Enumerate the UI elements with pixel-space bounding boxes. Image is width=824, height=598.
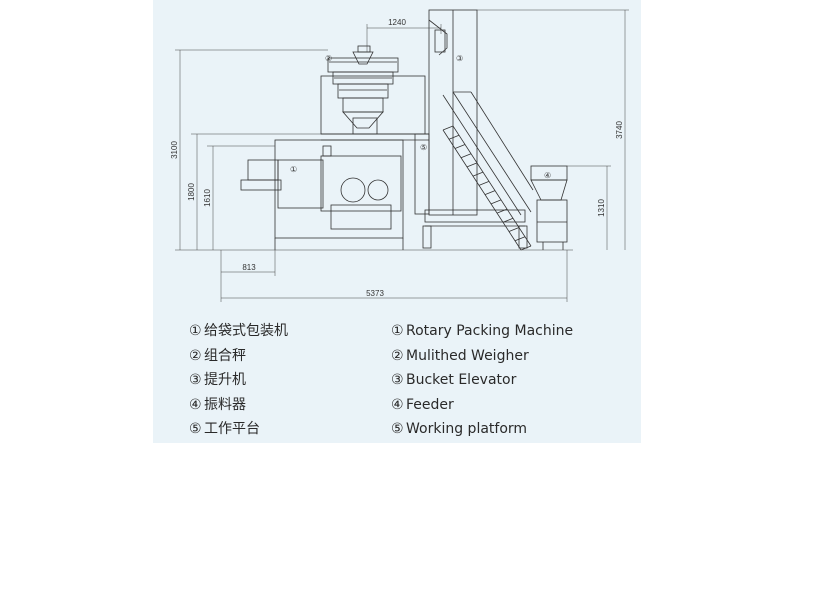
- legend-label-en: Mulithed Weigher: [406, 347, 529, 364]
- legend-number: ②: [189, 347, 202, 364]
- stair-tread: [496, 208, 508, 214]
- stairs-shape: [442, 91, 534, 251]
- callout-3: ③: [456, 54, 463, 63]
- stair-tread: [466, 162, 478, 168]
- dimension-lines: [175, 9, 629, 302]
- machine-drawing: 1240 3100 1800 1610 3740 1310 813 5373 ①…: [170, 9, 629, 302]
- callout-2: ②: [325, 54, 332, 63]
- dim-total-height: 3100: [170, 141, 179, 159]
- legend-number: ④: [391, 396, 404, 413]
- legend-label-cn: 工作平台: [204, 421, 260, 437]
- stair-tread: [442, 125, 454, 131]
- legend-number: ⑤: [189, 421, 202, 437]
- callout-4: ④: [544, 171, 551, 180]
- dim-machine-height: 1610: [203, 189, 212, 207]
- multihead-weigher-shape: [327, 45, 399, 135]
- legend-label-en: Rotary Packing Machine: [406, 323, 574, 339]
- rotary-packing-machine-shape: [240, 139, 404, 250]
- legend-number: ③: [189, 372, 202, 388]
- stair-tread: [454, 144, 466, 149]
- legend-label-en: Bucket Elevator: [406, 372, 517, 388]
- dim-total-length: 5373: [366, 289, 384, 298]
- legend-number: ①: [189, 323, 202, 339]
- stair-tread: [472, 171, 484, 177]
- feeder-shape: [530, 165, 568, 250]
- dim-elevator-height: 3740: [615, 121, 624, 139]
- legend-label-cn: 组合秤: [204, 347, 246, 364]
- diagram-panel: 1240 3100 1800 1610 3740 1310 813 5373 ①…: [153, 0, 641, 443]
- legend-label-en: Working platform: [406, 421, 528, 437]
- dim-machine-offset: 813: [242, 263, 256, 272]
- dim-platform-height: 1800: [187, 183, 196, 201]
- legend-number: ⑤: [391, 421, 404, 437]
- dim-top-width: 1240: [388, 18, 406, 27]
- legend-label-cn: 振料器: [204, 396, 246, 413]
- legend-number: ④: [189, 396, 202, 413]
- working-platform-shape: [320, 75, 528, 249]
- stair-steps: [442, 125, 532, 251]
- stair-tread: [508, 227, 520, 232]
- stair-tread: [514, 236, 526, 242]
- stair-tread: [520, 245, 532, 251]
- stair-tread: [484, 190, 496, 195]
- legend-number: ①: [391, 323, 404, 339]
- stair-tread: [502, 217, 514, 223]
- stair-tread: [478, 181, 490, 186]
- stair-tread: [448, 134, 460, 140]
- legend-label-cn: 给袋式包装机: [204, 323, 288, 339]
- stair-tread: [490, 199, 502, 205]
- dim-feeder-height: 1310: [597, 199, 606, 217]
- bucket-elevator-shape: [428, 9, 478, 216]
- callout-5: ⑤: [420, 143, 427, 152]
- legend-number: ③: [391, 372, 404, 388]
- legend-label-en: Feeder: [406, 396, 454, 413]
- stair-tread: [460, 153, 472, 159]
- legend-number: ②: [391, 347, 404, 364]
- callout-1: ①: [290, 165, 297, 174]
- legend-label-cn: 提升机: [204, 372, 246, 388]
